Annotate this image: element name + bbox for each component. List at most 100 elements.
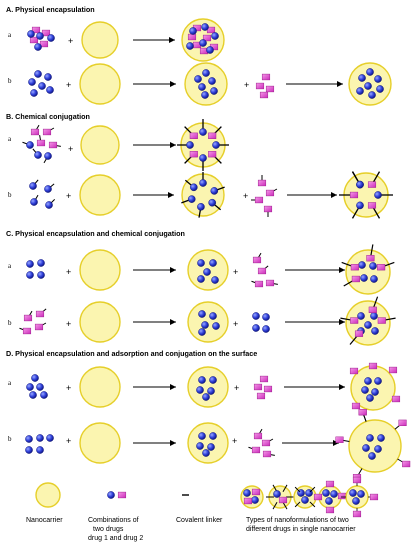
drug1-blue-sphere xyxy=(194,75,202,83)
drug1-blue-sphere xyxy=(374,191,382,199)
drug2-pink-square xyxy=(325,506,335,514)
drug1-blue-sphere xyxy=(46,86,54,94)
drug1-blue-sphere xyxy=(352,497,360,505)
drug2-pink-square xyxy=(187,33,197,41)
plus-sign: + xyxy=(66,436,71,446)
drug2-pink-square xyxy=(254,280,264,288)
drug2-pink-square xyxy=(337,492,347,500)
drug1-blue-sphere xyxy=(369,262,377,270)
covalent-linker-line xyxy=(294,501,301,508)
legend-combinations-line-2: two drugs xyxy=(93,526,124,533)
drug2-pink-square xyxy=(367,181,377,188)
drug2-pink-square xyxy=(349,191,359,199)
nanocarrier-circle xyxy=(79,249,121,291)
drug2-pink-square xyxy=(42,128,52,136)
drug2-pink-square xyxy=(31,26,41,34)
drug2-pink-square xyxy=(366,255,375,262)
drug1-blue-sphere xyxy=(210,87,218,95)
drug1-blue-sphere xyxy=(210,187,219,195)
drug2-pink-square xyxy=(377,264,386,271)
drug1-blue-sphere xyxy=(273,490,281,498)
drug1-blue-sphere xyxy=(26,271,34,279)
drug1-blue-sphere xyxy=(374,445,382,453)
drug2-pink-square xyxy=(29,36,39,44)
plus-sign: + xyxy=(233,319,238,329)
drug2-pink-square xyxy=(257,267,267,275)
drug1-blue-sphere xyxy=(197,275,205,283)
covalent-linker-line xyxy=(282,501,288,510)
drug1-blue-sphere xyxy=(208,198,216,207)
drug1-blue-sphere xyxy=(36,383,44,391)
plus-sign: + xyxy=(243,191,248,201)
legend-nanocarrier-label: Nanocarrier xyxy=(26,517,63,524)
drug2-pink-square xyxy=(377,317,386,324)
plus-sign: + xyxy=(66,383,71,393)
plus-sign: + xyxy=(244,80,249,90)
drug2-pink-square xyxy=(263,205,273,213)
covalent-linker-line xyxy=(282,484,288,493)
drug2-pink-square xyxy=(36,139,46,147)
nanocarrier-circle xyxy=(184,62,228,106)
drug1-blue-sphere xyxy=(262,325,270,333)
drug1-blue-sphere xyxy=(358,74,366,82)
plus-sign: + xyxy=(66,319,71,329)
drug2-pink-square xyxy=(202,34,212,42)
drug1-blue-sphere xyxy=(30,198,38,206)
covalent-linker-line xyxy=(309,486,316,493)
drug2-pink-square xyxy=(335,436,344,443)
drug1-blue-sphere xyxy=(198,310,206,318)
drug1-blue-sphere xyxy=(207,387,215,395)
drug1-blue-sphere xyxy=(325,497,333,505)
drug2-pink-square xyxy=(35,310,45,318)
drug1-blue-sphere xyxy=(186,141,194,149)
drug1-blue-sphere xyxy=(201,91,209,99)
drug2-pink-square xyxy=(391,395,401,403)
drug1-blue-sphere xyxy=(199,128,207,136)
drug2-pink-square xyxy=(265,189,275,197)
drug1-blue-sphere xyxy=(202,393,210,401)
legend-types-line-2: different drugs in single nanocarrier xyxy=(246,526,356,533)
drug2-pink-square xyxy=(257,179,267,187)
drug1-blue-sphere xyxy=(26,141,34,149)
covalent-linker-line xyxy=(309,501,316,508)
drug1-blue-sphere xyxy=(211,32,219,40)
plus-sign: + xyxy=(66,191,71,201)
drug1-blue-sphere xyxy=(201,23,209,31)
drug2-pink-square xyxy=(261,439,271,447)
drug2-pink-square xyxy=(313,493,323,501)
drug1-blue-sphere xyxy=(358,261,366,269)
drug1-blue-sphere xyxy=(34,151,42,159)
section-d-title: D. Physical encapsulation and adsorption… xyxy=(6,349,257,358)
section-c-title: C. Physical encapsulation and chemical c… xyxy=(6,229,185,238)
drug2-pink-square xyxy=(265,279,275,287)
drug2-pink-square xyxy=(30,128,40,136)
drug1-blue-sphere xyxy=(376,85,384,93)
drug2-pink-square xyxy=(278,496,288,504)
drug2-pink-square xyxy=(48,141,58,149)
drug1-blue-sphere xyxy=(27,30,35,38)
drug1-blue-sphere xyxy=(243,489,251,497)
plus-sign: + xyxy=(232,436,237,446)
plus-sign: + xyxy=(233,267,238,277)
drug2-pink-square xyxy=(369,493,379,501)
drug2-pink-square xyxy=(251,488,261,496)
row-b-label-A: b xyxy=(8,77,12,85)
drug1-blue-sphere xyxy=(199,39,207,47)
plus-sign: + xyxy=(66,80,71,90)
drug1-blue-sphere xyxy=(370,312,378,320)
drug1-blue-sphere xyxy=(212,322,220,330)
nanocarrier-circle xyxy=(35,482,61,508)
drug1-blue-sphere xyxy=(187,195,196,203)
drug1-blue-sphere xyxy=(44,73,52,81)
drug1-blue-sphere xyxy=(368,91,376,99)
drug2-pink-square xyxy=(23,314,33,322)
drug2-pink-square xyxy=(252,256,262,264)
drug2-pink-square xyxy=(367,202,377,209)
drug1-blue-sphere xyxy=(199,179,207,187)
plus-sign: + xyxy=(66,267,71,277)
drug1-blue-sphere xyxy=(40,391,48,399)
drug1-blue-sphere xyxy=(360,274,368,282)
drug2-pink-square xyxy=(256,392,266,400)
drug1-blue-sphere xyxy=(196,442,204,450)
